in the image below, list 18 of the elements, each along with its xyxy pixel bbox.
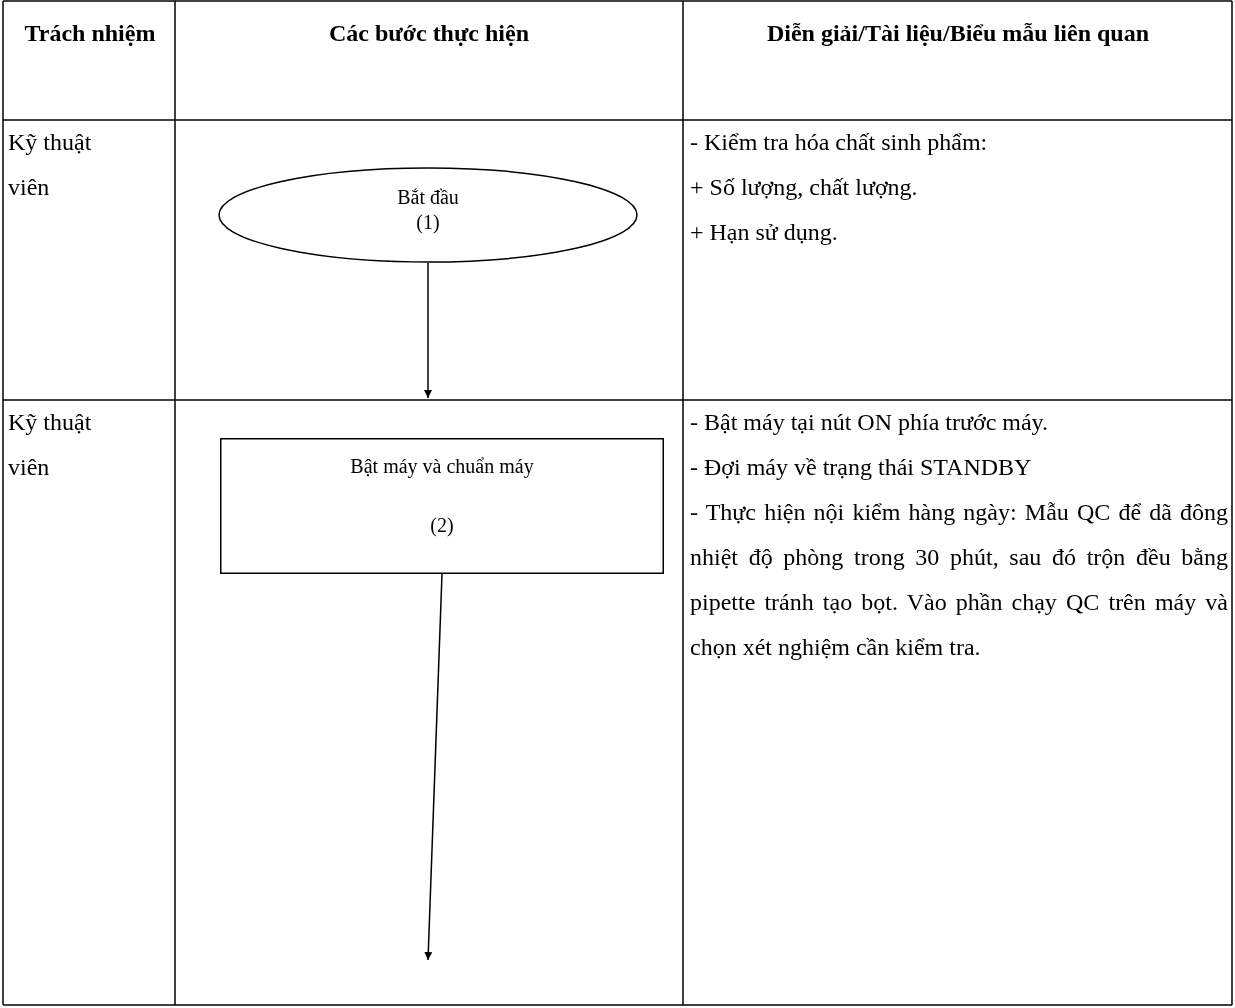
start-ellipse: [218, 167, 638, 263]
description-text: + Số lượng, chất lượng.: [690, 173, 919, 202]
role-text: Kỹ thuật viên: [8, 408, 93, 482]
description-text: - Đợi máy về trạng thái STANDBY: [690, 453, 1033, 482]
arrow: [424, 573, 443, 961]
description-text: - Bật máy tại nút ON phía trước máy.: [690, 408, 1050, 437]
column-header: Diễn giải/Tài liệu/Biểu mẫu liên quan: [765, 19, 1151, 48]
node-text: (2): [429, 513, 455, 538]
arrow: [424, 262, 432, 399]
description-text: - Kiểm tra hóa chất sinh phẩm:: [690, 128, 989, 157]
process-box: [220, 438, 664, 574]
role-text: Kỹ thuật viên: [8, 128, 93, 202]
description-text: - Thực hiện nội kiểm hàng ngày: Mẫu QC để dã đông nhiệt độ phòng trong 30 phút, sau đó trộn đều bằng pipette tránh tạo bọt. Vào phần chạy QC trên máy và chọn xét nghiệm cần kiểm tra.: [690, 498, 1228, 662]
column-header: Các bước thực hiện: [327, 19, 531, 48]
node-text: Bắt đầu (1): [396, 185, 460, 235]
column-header: Trách nhiệm: [23, 19, 157, 48]
node-text: Bật máy và chuẩn máy: [349, 454, 535, 479]
description-text: + Hạn sử dụng.: [690, 218, 839, 247]
